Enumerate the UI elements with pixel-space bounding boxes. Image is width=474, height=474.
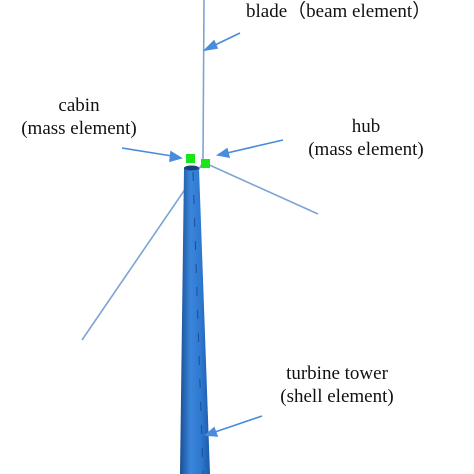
tower-top-cap xyxy=(184,165,199,171)
tower-label: turbine tower (shell element) xyxy=(262,362,412,408)
hub-label: hub (mass element) xyxy=(286,115,446,161)
hub-arrow-head xyxy=(215,147,231,159)
cabin-arrow xyxy=(121,147,173,157)
hub-label-name: hub xyxy=(351,116,381,137)
cabin-arrow-head xyxy=(169,150,184,163)
tower-arrow xyxy=(214,415,263,433)
hub-mass xyxy=(201,159,210,168)
tower-label-name: turbine tower xyxy=(286,363,388,384)
blade-upper xyxy=(202,0,205,161)
blade-label: blade（beam element） xyxy=(246,0,431,23)
tower-arrow-head xyxy=(204,426,219,437)
blade-lower-left xyxy=(81,162,204,341)
blade-label-type: （beam element） xyxy=(287,1,432,22)
cabin-mass xyxy=(186,154,195,163)
hub-label-type: (mass element) xyxy=(308,139,424,160)
hub-arrow xyxy=(226,139,284,154)
blade-arrow xyxy=(212,32,241,47)
turbine-tower xyxy=(180,168,210,474)
cabin-label: cabin (mass element) xyxy=(0,94,158,140)
tower-seam xyxy=(192,171,204,474)
leader-arrows xyxy=(121,32,284,437)
blade-label-name: blade xyxy=(246,1,288,22)
cabin-label-name: cabin xyxy=(58,95,100,116)
blade-arrow-head xyxy=(202,39,219,52)
blade-lower-right xyxy=(204,162,319,215)
tower-label-type: (shell element) xyxy=(280,386,394,407)
cabin-label-type: (mass element) xyxy=(21,118,137,139)
